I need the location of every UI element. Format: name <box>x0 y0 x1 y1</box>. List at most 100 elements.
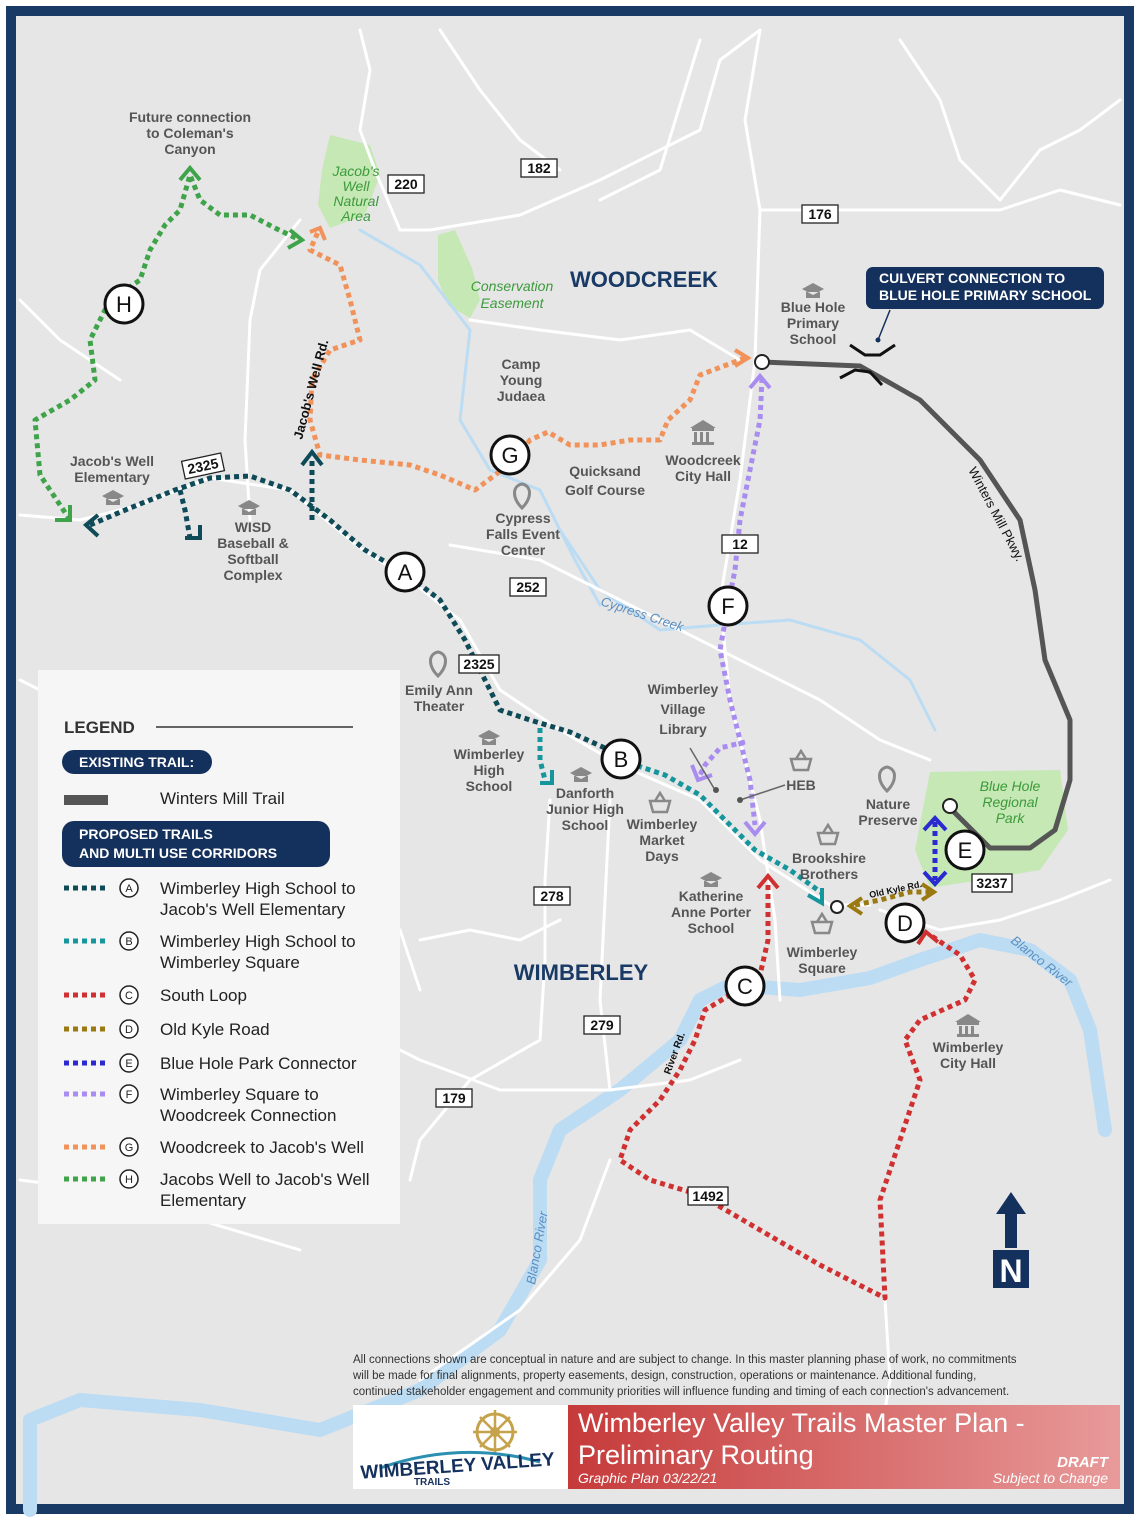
legend-title: LEGEND <box>64 718 135 737</box>
svg-text:H: H <box>116 292 132 317</box>
trail-a-spur-2 <box>177 489 193 539</box>
svg-text:12: 12 <box>732 536 748 552</box>
marker-h[interactable]: H <box>103 283 145 325</box>
hwy-182: 182 <box>520 158 558 178</box>
wimberley-square-point <box>830 900 844 914</box>
creeks <box>358 228 937 732</box>
legend-item-d: D Old Kyle Road <box>64 1019 270 1039</box>
legend-letter: D <box>125 1024 133 1036</box>
svg-text:3237: 3237 <box>976 875 1007 891</box>
legend-label: Woodcreek to Jacob's Well <box>160 1138 364 1157</box>
winters-mill-trail <box>759 359 1073 851</box>
hwy-2325-south: 2325 <box>458 654 500 674</box>
heb-label: HEB <box>786 777 816 793</box>
svg-text:CULVERT CONNECTION TO: CULVERT CONNECTION TO <box>879 270 1065 286</box>
svg-text:220: 220 <box>394 176 418 192</box>
marker-a[interactable]: A <box>384 551 426 593</box>
legend-label: Wimberley High School to <box>160 932 356 951</box>
arrow-g-1 <box>733 348 752 368</box>
arrow-b-1 <box>807 888 824 907</box>
svg-text:2325: 2325 <box>463 656 494 672</box>
legend-label: Wimberley Square <box>160 953 300 972</box>
legend-letter-circle <box>119 1019 139 1039</box>
logo-panel <box>353 1405 568 1489</box>
title-subtitle: Graphic Plan 03/22/21 <box>578 1470 717 1486</box>
marker-g[interactable]: G <box>489 434 531 476</box>
marker-d[interactable]: D <box>884 902 926 944</box>
legend-letter: A <box>125 883 133 895</box>
school-icons <box>102 283 824 887</box>
svg-text:252: 252 <box>516 579 540 595</box>
legend-letter-circle <box>119 1137 139 1157</box>
arrow-b-2 <box>540 770 554 785</box>
arrow-c-2 <box>916 929 940 946</box>
svg-text:A: A <box>398 560 413 585</box>
svg-text:N: N <box>999 1253 1022 1289</box>
wimberley-label: WIMBERLEY <box>514 960 649 985</box>
conservation-easement-shape <box>438 230 480 318</box>
arrow-g-2 <box>309 225 327 241</box>
hwy-176: 176 <box>801 204 839 224</box>
arrow-h-3 <box>287 228 306 250</box>
arrow-e-1 <box>922 815 948 832</box>
hwy-2325-north: 2325 <box>180 452 226 480</box>
svg-text:G: G <box>501 443 518 468</box>
legend-label: South Loop <box>160 986 247 1005</box>
pin-icons <box>429 482 896 794</box>
hwy-1492: 1492 <box>687 1186 729 1206</box>
arrow-d-2 <box>920 882 938 902</box>
marker-e[interactable]: E <box>944 829 986 871</box>
legend-letter-circle <box>119 985 139 1005</box>
arrow-h-1 <box>55 505 72 522</box>
arrow-a-2 <box>300 448 324 467</box>
jacobs-well-natural-area-shape <box>318 135 380 228</box>
legend-letter-circle <box>119 1053 139 1073</box>
svg-text:C: C <box>737 974 753 999</box>
winters-mill-trailhead-south <box>942 798 958 814</box>
hwy-252: 252 <box>509 577 547 597</box>
marker-c[interactable]: C <box>724 965 766 1007</box>
hwy-279: 279 <box>583 1015 621 1035</box>
trail-g <box>307 230 746 493</box>
hwy-220: 220 <box>387 174 425 194</box>
legend-label: Old Kyle Road <box>160 1020 270 1039</box>
legend-label: Jacob's Well Elementary <box>160 900 346 919</box>
legend-letter: B <box>125 936 132 948</box>
trail-f-spur <box>697 739 746 777</box>
title-band <box>568 1405 1120 1489</box>
svg-text:179: 179 <box>442 1090 466 1106</box>
marker-f[interactable]: F <box>707 585 749 627</box>
marker-b[interactable]: B <box>600 738 642 780</box>
svg-text:279: 279 <box>590 1017 614 1033</box>
legend-letter: H <box>125 1174 133 1186</box>
heb-leader-line <box>739 784 786 801</box>
svg-text:continued stakeholder engageme: continued stakeholder engagement and com… <box>353 1386 1009 1398</box>
trail-d <box>854 889 930 908</box>
trail-b <box>619 757 824 896</box>
svg-text:All connections shown are conc: All connections shown are conceptual in … <box>353 1354 1017 1366</box>
legend-letter: E <box>125 1058 132 1070</box>
disclaimer: All connections shown are conceptual in … <box>352 1354 1017 1398</box>
legend-label: Blue Hole Park Connector <box>160 1054 357 1073</box>
draft-label: DRAFT <box>1057 1454 1110 1471</box>
heb-point <box>737 797 743 803</box>
basket-icons <box>648 748 840 935</box>
svg-text:EXISTING TRAIL:: EXISTING TRAIL: <box>79 754 194 770</box>
trail-c <box>617 885 978 1301</box>
